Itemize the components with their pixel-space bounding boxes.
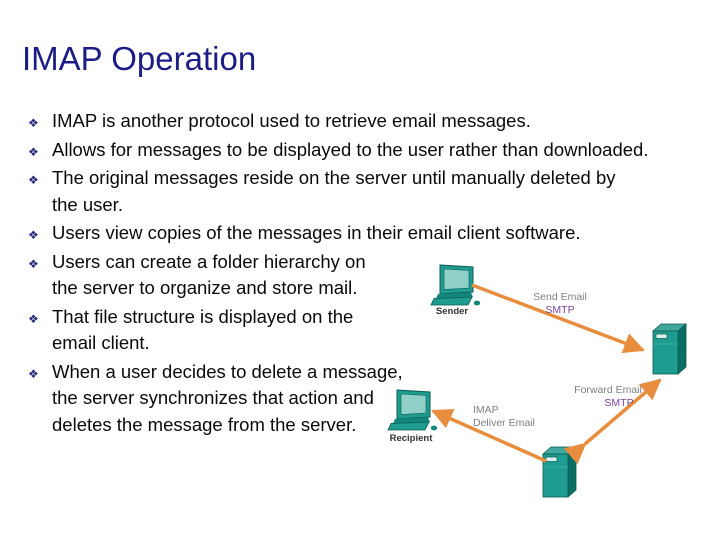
bullet-text-line: Users can create a folder hierarchy on	[52, 250, 366, 272]
bullet-item: ❖ The original messages reside on the se…	[28, 165, 648, 218]
bullet-text-line: the user.	[52, 193, 123, 215]
bullet-item: ❖ Allows for messages to be displayed to…	[28, 137, 648, 164]
bullet-text-line: Allows for messages to be displayed to t…	[52, 138, 649, 160]
forward-email-label: Forward Email	[574, 384, 642, 396]
slide-title: IMAP Operation	[22, 40, 257, 77]
send-email-label: Send Email	[533, 291, 587, 303]
bullet-diamond-icon: ❖	[28, 116, 39, 130]
bullet-text-line: deletes the message from the server.	[52, 413, 357, 435]
bullet-diamond-icon: ❖	[28, 228, 39, 242]
imap-label: IMAP	[473, 404, 499, 416]
bullet-text-line: the server to organize and store mail.	[52, 277, 358, 298]
mail-server-2-icon	[542, 446, 577, 498]
bullet-text-line: the server synchronizes that action and	[52, 387, 374, 408]
recipient-computer-icon	[387, 389, 438, 431]
bullet-diamond-icon: ❖	[28, 144, 39, 159]
forward-email-arrow	[563, 378, 662, 465]
bullet-diamond-icon: ❖	[28, 311, 39, 326]
bullet-item: ❖ Users can create a folder hierarchy on…	[28, 249, 648, 302]
email-flow-diagram: Sender Recipient Send Email SMTP Forward…	[380, 250, 720, 540]
bullet-item: ❖ Users view copies of the messages in t…	[28, 220, 648, 247]
deliver-email-label: Deliver Email	[473, 417, 535, 429]
mail-server-1-icon	[652, 323, 687, 375]
send-email-arrow	[471, 283, 645, 354]
sender-label: Sender	[436, 306, 469, 317]
recipient-label: Recipient	[390, 433, 434, 444]
bullet-item: ❖ IMAP is another protocol used to retri…	[28, 108, 648, 135]
bullet-item: ❖ That file structure is displayed on th…	[28, 304, 648, 357]
bullet-text-line: email client.	[52, 332, 150, 353]
bullet-list: ❖ IMAP is another protocol used to retri…	[28, 108, 648, 440]
bullet-diamond-icon: ❖	[28, 366, 39, 381]
bullet-text-line: That file structure is displayed on the	[52, 305, 354, 327]
send-smtp-label: SMTP	[545, 304, 574, 316]
forward-smtp-label: SMTP	[604, 397, 633, 409]
deliver-email-arrow	[431, 409, 547, 463]
bullet-text-line: The original messages reside on the serv…	[52, 167, 616, 188]
bullet-text-line: Users view copies of the messages in the…	[52, 222, 581, 243]
bullet-text-line: When a user decides to delete a message,	[52, 360, 403, 382]
bullet-item: ❖ When a user decides to delete a messag…	[28, 359, 648, 439]
bullet-text-line: IMAP is another protocol used to retriev…	[52, 110, 531, 131]
bullet-diamond-icon: ❖	[28, 256, 39, 271]
bullet-diamond-icon: ❖	[28, 173, 39, 187]
